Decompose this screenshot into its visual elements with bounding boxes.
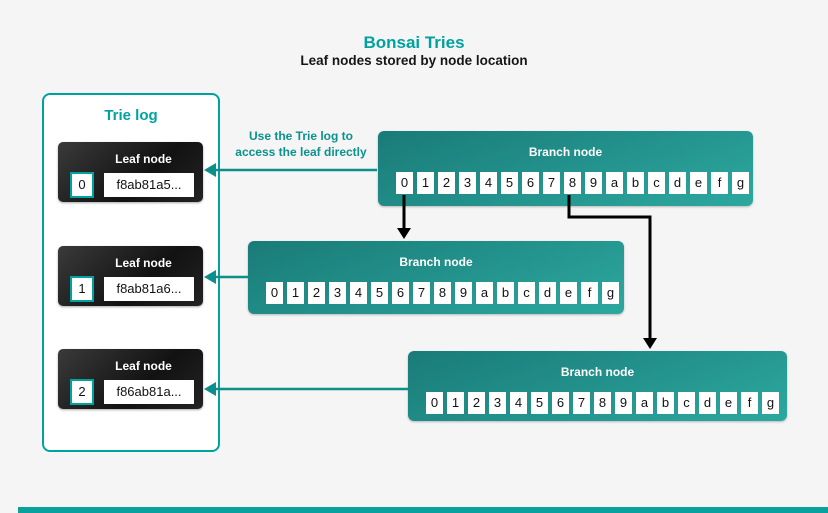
diagram-header: Bonsai Tries Leaf nodes stored by node l… bbox=[0, 33, 828, 69]
leaf-node-label: Leaf node bbox=[115, 359, 172, 373]
branch-cell-2: 2 bbox=[308, 282, 325, 304]
bottom-accent-bar bbox=[18, 507, 828, 513]
branch-cell-2: 2 bbox=[438, 172, 455, 194]
branch-node-label: Branch node bbox=[560, 365, 635, 379]
branch-cell-d: d bbox=[699, 392, 716, 414]
branch-cell-e: e bbox=[690, 172, 707, 194]
branch-cell-3: 3 bbox=[489, 392, 506, 414]
branch-cell-c: c bbox=[648, 172, 665, 194]
branch-cell-1: 1 bbox=[447, 392, 464, 414]
page-subtitle: Leaf nodes stored by node location bbox=[300, 53, 528, 68]
annotation-line-1: Use the Trie log to bbox=[248, 129, 353, 143]
branch-cell-e: e bbox=[720, 392, 737, 414]
branch-cell-7: 7 bbox=[543, 172, 560, 194]
branch-cell-8: 8 bbox=[564, 172, 581, 194]
branch-cell-d: d bbox=[669, 172, 686, 194]
branch-cell-6: 6 bbox=[552, 392, 569, 414]
branch-cell-7: 7 bbox=[413, 282, 430, 304]
branch-cell-b: b bbox=[627, 172, 644, 194]
branch-cell-6: 6 bbox=[522, 172, 539, 194]
branch-cell-d: d bbox=[539, 282, 556, 304]
branch-cell-f: f bbox=[581, 282, 598, 304]
branch-cell-1: 1 bbox=[417, 172, 434, 194]
branch-cell-4: 4 bbox=[480, 172, 497, 194]
branch-cell-4: 4 bbox=[350, 282, 367, 304]
branch-cell-b: b bbox=[497, 282, 514, 304]
branch-cell-g: g bbox=[762, 392, 779, 414]
leaf-index-cell: 0 bbox=[70, 172, 94, 198]
trie-log-title: Trie log bbox=[104, 107, 158, 124]
leaf-node-label: Leaf node bbox=[115, 256, 172, 270]
branch-cell-a: a bbox=[636, 392, 653, 414]
branch-node-label: Branch node bbox=[528, 145, 603, 159]
leaf-hash-value: f86ab81a... bbox=[104, 380, 194, 404]
branch-cell-f: f bbox=[711, 172, 728, 194]
branch-cell-1: 1 bbox=[287, 282, 304, 304]
branch-cell-3: 3 bbox=[329, 282, 346, 304]
branch-cell-8: 8 bbox=[594, 392, 611, 414]
leaf-index-cell: 1 bbox=[70, 276, 94, 302]
branch-cell-3: 3 bbox=[459, 172, 476, 194]
leaf-hash-value: f8ab81a5... bbox=[104, 173, 194, 197]
annotation-text: Use the Trie log to access the leaf dire… bbox=[226, 129, 376, 160]
branch-cell-9: 9 bbox=[615, 392, 632, 414]
branch-cell-9: 9 bbox=[455, 282, 472, 304]
branch-cell-5: 5 bbox=[531, 392, 548, 414]
branch-cell-0: 0 bbox=[426, 392, 443, 414]
branch-cell-4: 4 bbox=[510, 392, 527, 414]
arrowhead-down-icon bbox=[397, 228, 411, 239]
branch-cell-0: 0 bbox=[396, 172, 413, 194]
leaf-node-card-0: Leaf node 0 f8ab81a5... bbox=[58, 142, 203, 202]
leaf-node-card-1: Leaf node 1 f8ab81a6... bbox=[58, 246, 203, 306]
branch-cell-7: 7 bbox=[573, 392, 590, 414]
branch-cell-5: 5 bbox=[501, 172, 518, 194]
leaf-hash-value: f8ab81a6... bbox=[104, 277, 194, 301]
leaf-node-label: Leaf node bbox=[115, 152, 172, 166]
branch-cell-a: a bbox=[606, 172, 623, 194]
branch-cell-9: 9 bbox=[585, 172, 602, 194]
branch-cell-f: f bbox=[741, 392, 758, 414]
arrowhead-down-icon bbox=[643, 338, 657, 349]
branch-cell-8: 8 bbox=[434, 282, 451, 304]
branch-cell-0: 0 bbox=[266, 282, 283, 304]
annotation-line-2: access the leaf directly bbox=[235, 144, 367, 159]
branch-cell-6: 6 bbox=[392, 282, 409, 304]
leaf-node-card-2: Leaf node 2 f86ab81a... bbox=[58, 349, 203, 409]
branch-cell-2: 2 bbox=[468, 392, 485, 414]
branch-cell-b: b bbox=[657, 392, 674, 414]
page-title: Bonsai Tries bbox=[363, 33, 465, 52]
branch-cell-a: a bbox=[476, 282, 493, 304]
branch-cell-c: c bbox=[518, 282, 535, 304]
branch-cell-g: g bbox=[732, 172, 749, 194]
branch-cell-g: g bbox=[602, 282, 619, 304]
branch-cell-5: 5 bbox=[371, 282, 388, 304]
branch-cell-e: e bbox=[560, 282, 577, 304]
branch-node-label: Branch node bbox=[399, 255, 473, 269]
branch-cell-c: c bbox=[678, 392, 695, 414]
leaf-index-cell: 2 bbox=[70, 379, 94, 405]
